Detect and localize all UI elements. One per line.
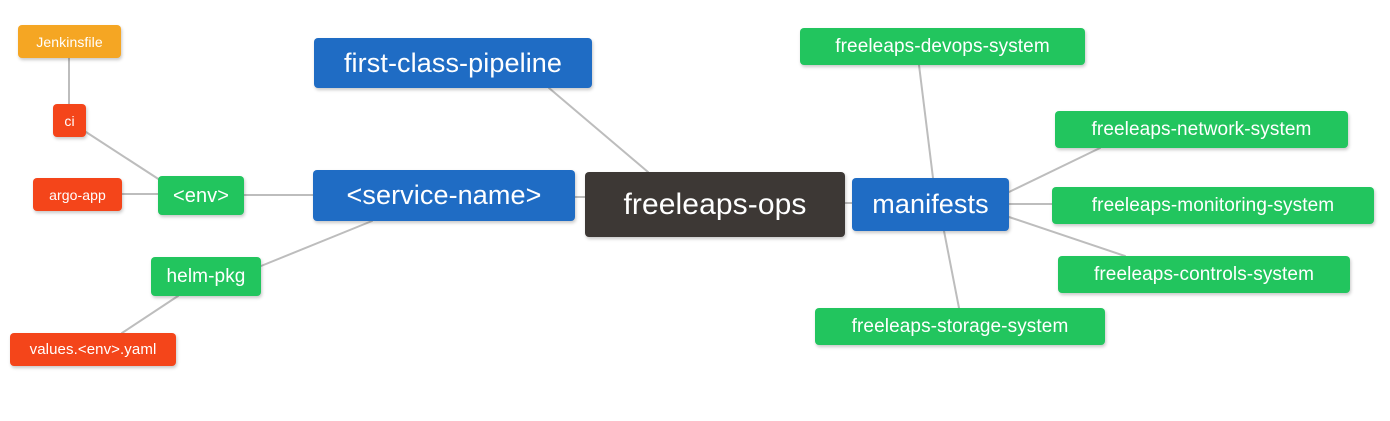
node-label-freeleaps-devops-system: freeleaps-devops-system — [835, 36, 1050, 57]
edge-manifests-network — [1008, 147, 1101, 193]
node-ci[interactable]: ci — [53, 104, 86, 137]
node-label-freeleaps-storage-system: freeleaps-storage-system — [851, 316, 1069, 337]
node-freeleaps-devops-system[interactable]: freeleaps-devops-system — [800, 28, 1085, 65]
node-label-freeleaps-monitoring-system: freeleaps-monitoring-system — [1091, 195, 1335, 216]
node-label-freeleaps-controls-system: freeleaps-controls-system — [1093, 264, 1315, 285]
node-manifests[interactable]: manifests — [852, 178, 1009, 231]
node-label-first-class-pipeline: first-class-pipeline — [343, 47, 563, 78]
node-freeleaps-monitoring-system[interactable]: freeleaps-monitoring-system — [1052, 187, 1374, 224]
node-argo-app[interactable]: argo-app — [33, 178, 122, 211]
node-label-argo-app: argo-app — [49, 186, 106, 203]
node-freeleaps-ops[interactable]: freeleaps-ops — [585, 172, 845, 237]
edge-valuesyaml-helmpkg — [121, 295, 179, 334]
edge-firstclasspipeline-freeleapsops — [548, 87, 649, 173]
node-label-helm-pkg: helm-pkg — [166, 266, 246, 287]
node-label-service-name: <service-name> — [346, 180, 542, 210]
node-label-freeleaps-ops: freeleaps-ops — [623, 187, 807, 221]
node-helm-pkg[interactable]: helm-pkg — [151, 257, 261, 296]
node-label-manifests: manifests — [872, 189, 989, 219]
node-service-name[interactable]: <service-name> — [313, 170, 575, 221]
node-label-jenkinsfile: Jenkinsfile — [36, 33, 103, 50]
node-label-ci: ci — [64, 112, 75, 129]
edge-manifests-devops — [918, 64, 934, 179]
edge-ci-env — [85, 131, 164, 183]
node-jenkinsfile[interactable]: Jenkinsfile — [18, 25, 121, 58]
node-first-class-pipeline[interactable]: first-class-pipeline — [314, 38, 592, 88]
node-label-env: <env> — [172, 184, 230, 207]
node-freeleaps-storage-system[interactable]: freeleaps-storage-system — [815, 308, 1105, 345]
node-label-freeleaps-network-system: freeleaps-network-system — [1091, 119, 1312, 140]
node-env[interactable]: <env> — [158, 176, 244, 215]
edge-helmpkg-servicename — [260, 220, 373, 267]
node-freeleaps-network-system[interactable]: freeleaps-network-system — [1055, 111, 1348, 148]
node-label-values-yaml: values.<env>.yaml — [29, 341, 157, 358]
node-freeleaps-controls-system[interactable]: freeleaps-controls-system — [1058, 256, 1350, 293]
node-values-yaml[interactable]: values.<env>.yaml — [10, 333, 176, 366]
edge-manifests-storage — [943, 230, 960, 309]
